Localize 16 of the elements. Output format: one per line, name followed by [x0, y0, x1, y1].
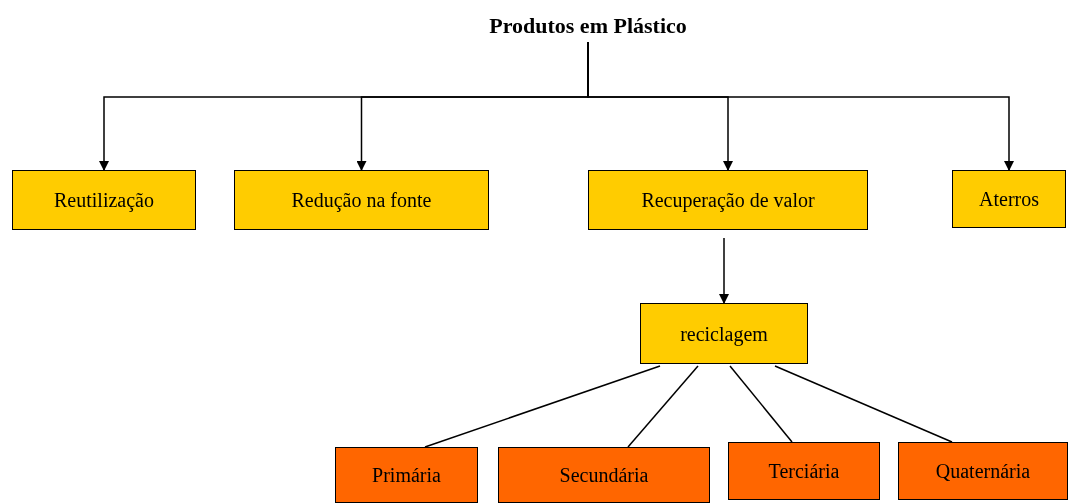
process-box: reciclagem [640, 303, 808, 364]
connector-line [424, 365, 661, 448]
process-box: Redução na fonte [234, 170, 489, 230]
arrow [587, 41, 1014, 171]
process-box: Reutilização [12, 170, 196, 230]
connector-line [774, 365, 953, 443]
process-box: Aterros [952, 170, 1066, 228]
arrow [719, 237, 729, 304]
title-text: Produtos em Plástico [460, 8, 716, 42]
process-box: Terciária [728, 442, 880, 500]
process-box: Recuperação de valor [588, 170, 868, 230]
connector-line [627, 365, 699, 448]
process-box: Primária [335, 447, 478, 503]
connector-line [729, 365, 793, 443]
process-box: Quaternária [898, 442, 1068, 500]
process-box: Secundária [498, 447, 710, 503]
